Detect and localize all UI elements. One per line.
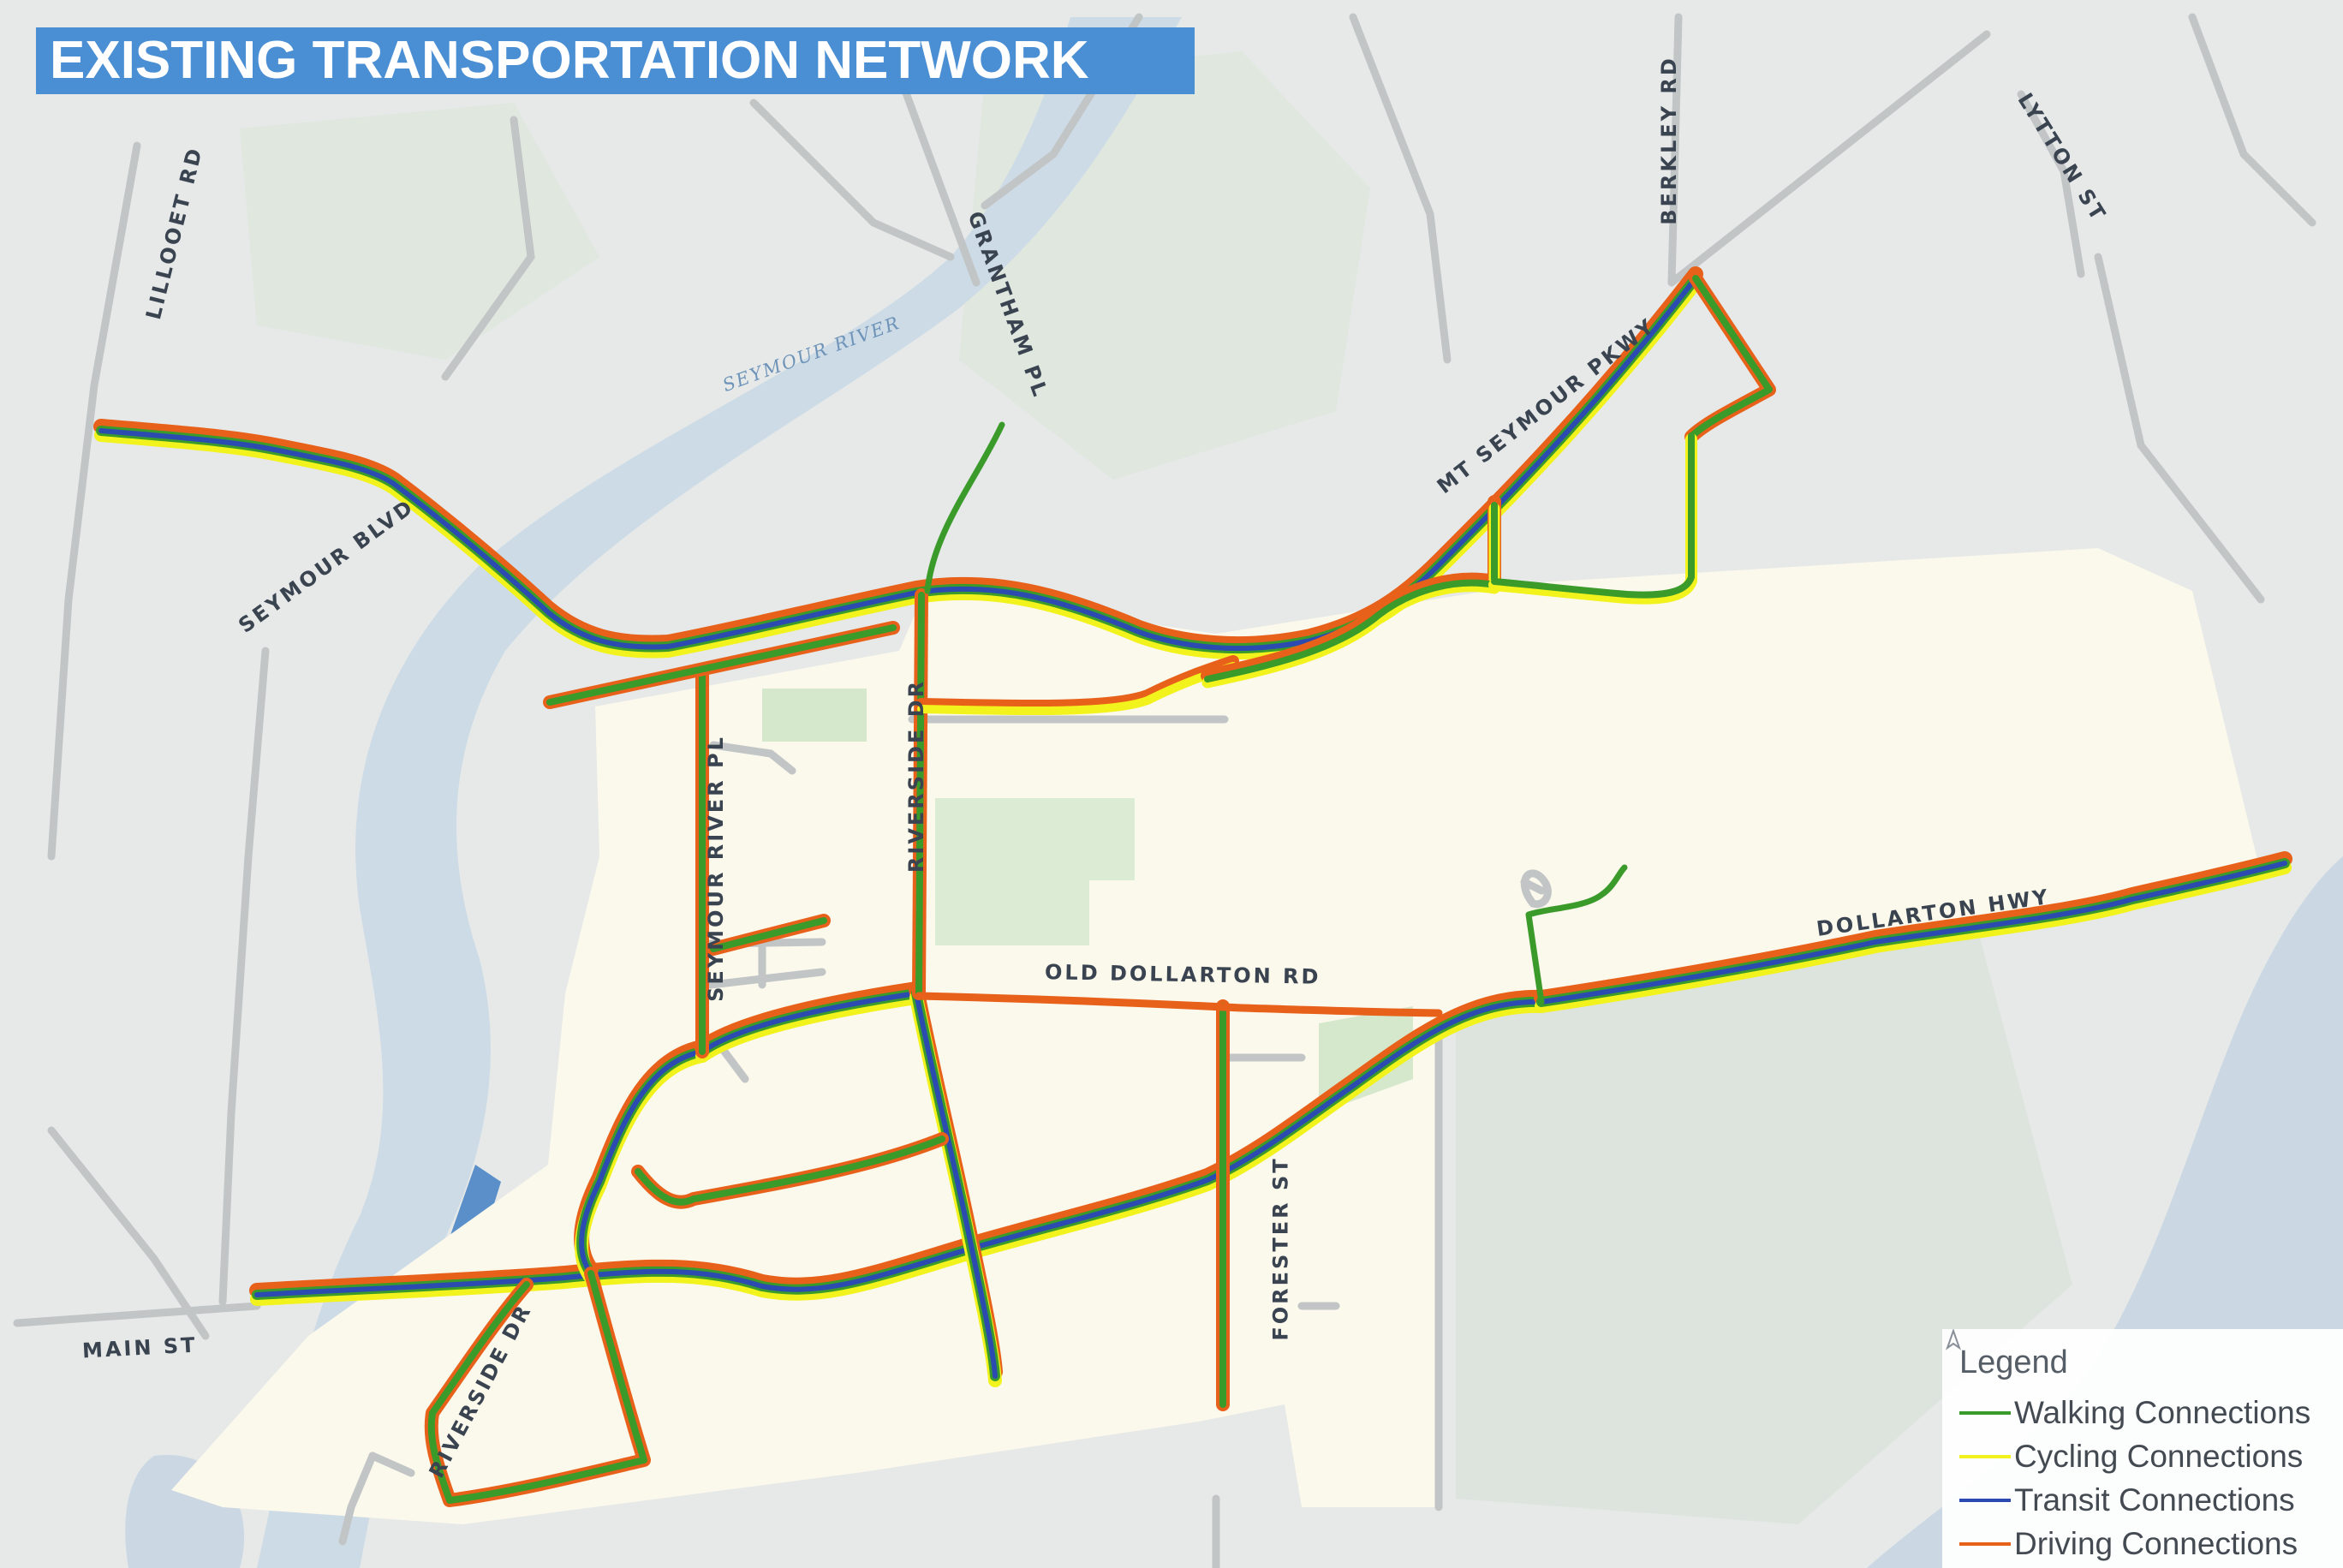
legend-swatch-driving	[1959, 1541, 2011, 1546]
pkwy-east-link-segment-walking-line	[1204, 502, 1498, 683]
mt-seymour-loop-segment-walking-line	[1688, 275, 1773, 440]
north-arrow-icon	[1946, 1329, 1961, 1350]
legend-item-driving: Driving Connections	[1959, 1522, 2343, 1565]
seymour-river-pl-spur-segment	[706, 914, 831, 956]
background-roads	[13, 13, 2316, 1568]
seymour-river-pl-north-spur-segment-walking-line	[546, 624, 897, 706]
riverside-dr-north-segment-walking-line	[915, 592, 925, 997]
riverside-old-dollarton-link-segment-transit-line	[700, 991, 919, 1054]
riverside-south-link-segment-transit-line	[579, 1049, 705, 1276]
grantham-pl-walkway-segment	[924, 421, 1005, 594]
cul-de-sac	[1520, 869, 1552, 909]
east-walkway-segment-walking-line	[1491, 432, 1695, 599]
riverside-diagonal-segment	[909, 981, 1003, 1387]
riverside-diagonal-segment-transit-line	[914, 991, 998, 1379]
legend-swatch-cycling	[1959, 1454, 2011, 1458]
pkwy-east-link-segment	[1201, 495, 1501, 689]
seymour-river-pl-north-spur-segment	[543, 621, 900, 709]
park	[762, 689, 867, 742]
street-label-berkley-rd: BERKLEY RD	[1656, 56, 1681, 225]
dollarton-hwy-segment-transit-line	[1539, 861, 2287, 1005]
east-walkway-segment	[1488, 432, 1697, 605]
map-title-bar: EXISTING TRANSPORTATION NETWORK	[36, 27, 1195, 94]
map-title: EXISTING TRANSPORTATION NETWORK	[50, 31, 1089, 90]
network-lines	[93, 266, 2292, 1507]
legend-swatch-walking	[1959, 1410, 2011, 1415]
riverside-old-dollarton-link-segment	[695, 981, 924, 1063]
mt-seymour-loop-segment	[1684, 271, 1776, 444]
street-label-riverside-dr-north: RIVERSIDE DR	[904, 678, 929, 873]
legend-title: Legend	[1959, 1344, 2068, 1380]
east-west-mid-segment-walking-line	[635, 1136, 945, 1206]
park	[935, 798, 1135, 945]
vegetation-area	[240, 103, 599, 360]
legend-item-cycling: Cycling Connections	[1959, 1434, 2343, 1478]
riverside-dr-north-segment	[912, 588, 928, 1000]
old-dollarton-rd-segment-driving-line	[915, 992, 1443, 1017]
street-label-forester-st: FORESTER ST	[1268, 1156, 1293, 1341]
dollarton-hwy-segment	[1534, 851, 2292, 1013]
riverside-south-link-segment	[574, 1040, 710, 1285]
legend-label-transit: Transit Connections	[2014, 1482, 2295, 1517]
south-loop-segment-walking-line	[427, 1270, 647, 1504]
street-label-old-dollarton-rd: OLD DOLLARTON RD	[1044, 960, 1321, 989]
legend-label-walking: Walking Connections	[2014, 1395, 2311, 1430]
legend-label-driving: Driving Connections	[2014, 1526, 2298, 1561]
legend-item-transit: Transit Connections	[1959, 1478, 2343, 1522]
east-walkway-spur-segment	[1525, 864, 1628, 1005]
vegetation-area	[1456, 899, 2072, 1524]
seymour-blvd-segment-transit-line	[98, 276, 1698, 652]
legend-label-cycling: Cycling Connections	[2014, 1439, 2304, 1474]
street-label-seymour-river-pl: SEYMOUR RIVER PL	[703, 735, 728, 1002]
seymour-river-pl-spur-segment-walking-line	[710, 917, 827, 952]
legend-swatch-transit	[1959, 1498, 2011, 1502]
map-legend: Legend Walking Connections Cycling Conne…	[1942, 1329, 2343, 1568]
south-loop-segment	[424, 1267, 651, 1507]
east-walkway-spur-segment-walking-line	[1525, 864, 1628, 1005]
old-dollarton-rd-segment	[915, 992, 1443, 1017]
legend-item-walking: Walking Connections	[1959, 1391, 2343, 1434]
grantham-pl-walkway-segment-walking-line	[924, 421, 1005, 594]
east-west-mid-segment	[631, 1132, 949, 1209]
